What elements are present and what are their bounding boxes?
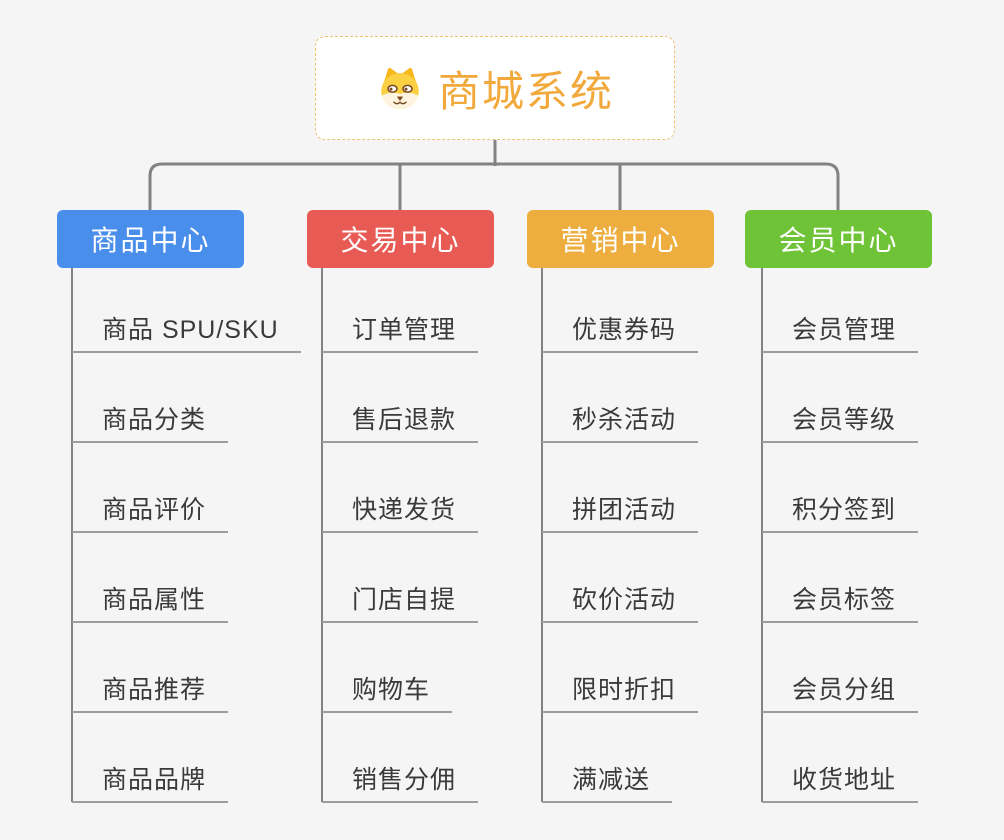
leaf-node[interactable]: 订单管理 <box>322 313 479 353</box>
leaf-node[interactable]: 商品属性 <box>72 583 229 623</box>
dog-face-icon <box>381 67 419 109</box>
leaf-node[interactable]: 商品推荐 <box>72 673 229 713</box>
leaf-node[interactable]: 会员标签 <box>762 583 919 623</box>
leaf-node[interactable]: 销售分佣 <box>322 763 479 803</box>
leaf-node[interactable]: 商品品牌 <box>72 763 229 803</box>
leaf-node[interactable]: 满减送 <box>542 763 673 803</box>
branch-node-products[interactable]: 商品中心 <box>57 210 244 268</box>
leaf-node[interactable]: 收货地址 <box>762 763 919 803</box>
branch-node-trade[interactable]: 交易中心 <box>307 210 494 268</box>
root-node[interactable]: 商城系统 <box>315 36 675 140</box>
leaf-node[interactable]: 积分签到 <box>762 493 919 533</box>
root-title: 商城系统 <box>437 67 614 115</box>
leaf-node[interactable]: 会员分组 <box>762 673 919 713</box>
leaf-node[interactable]: 会员管理 <box>762 313 919 353</box>
leaf-node[interactable]: 会员等级 <box>762 403 919 443</box>
leaf-node[interactable]: 购物车 <box>322 673 453 713</box>
leaf-node[interactable]: 秒杀活动 <box>542 403 699 443</box>
leaf-node[interactable]: 优惠券码 <box>542 313 699 353</box>
leaf-node[interactable]: 商品 SPU/SKU <box>72 313 301 353</box>
branch-node-marketing[interactable]: 营销中心 <box>527 210 714 268</box>
leaf-node[interactable]: 拼团活动 <box>542 493 699 533</box>
branch-node-members[interactable]: 会员中心 <box>745 210 932 268</box>
leaf-node[interactable]: 砍价活动 <box>542 583 699 623</box>
leaf-node[interactable]: 门店自提 <box>322 583 479 623</box>
leaf-node[interactable]: 商品评价 <box>72 493 229 533</box>
leaf-node[interactable]: 商品分类 <box>72 403 229 443</box>
leaf-node[interactable]: 售后退款 <box>322 403 479 443</box>
leaf-node[interactable]: 快递发货 <box>322 493 479 533</box>
leaf-node[interactable]: 限时折扣 <box>542 673 699 713</box>
